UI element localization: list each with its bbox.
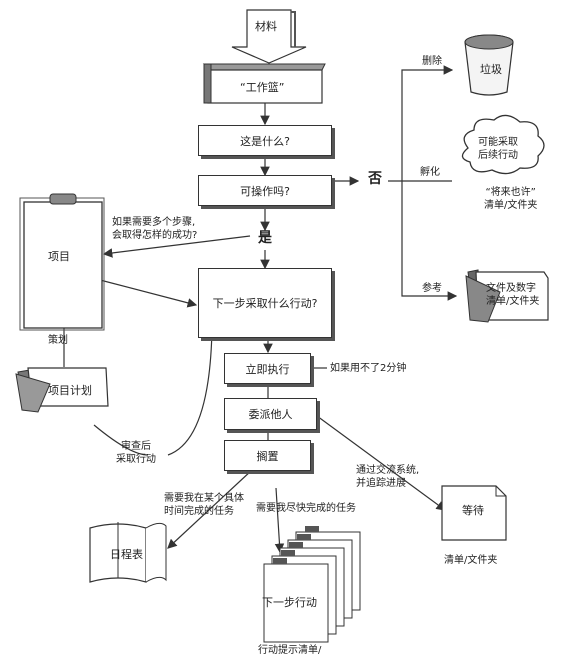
trash-icon [464,34,514,96]
waiting-doc-icon [441,485,507,541]
specific-time-line-1: 需要我在某个具体 [164,493,244,504]
projects-clipboard-icon [19,193,105,331]
multi-step-line-2: 会取得怎样的成功? [112,230,198,241]
communicate-line-2: 并追踪进展 [356,478,406,489]
materials-arrow [231,9,307,64]
under-two-min-label: 如果用不了2分钟 [330,363,407,374]
multi-step-label: 如果需要多个步骤, 会取得怎样的成功? [112,216,197,242]
do-it-label: 立即执行 [245,362,290,376]
next-action-box: 下一步采取什么行动? [198,268,332,338]
no-label: 否 [368,171,382,187]
communicate-text: 通过交流系统, 并追踪进展 [356,464,419,490]
asap-label: 需要我尽快完成的任务 [256,503,356,514]
materials-label: 材料 [255,20,277,33]
reference-line-1: 文件及数字 [486,283,536,294]
delegate-label: 委派他人 [248,408,293,421]
communicate-line-1: 通过交流系统, [356,465,420,476]
calendar-book-icon [89,522,167,583]
inbox-tray [202,63,326,104]
defer-label: 搁置 [256,449,279,463]
someday-cloud-line-1: 可能采取 [478,137,518,148]
project-plans-folder-icon [15,367,109,413]
trash-label: 垃圾 [480,63,502,76]
actionable-box: 可操作吗? [198,175,332,206]
specific-time-text: 需要我在某个具体 时间完成的任务 [164,492,244,518]
someday-list-line-1: “将来也许” [485,187,536,198]
inbox-label: “工作篮” [240,81,285,94]
actionable-label: 可操作吗? [240,184,290,198]
waiting-label: 等待 [462,504,484,517]
reference-branch-label: 参考 [422,283,442,294]
project-plans-label: 项目计划 [48,384,92,397]
next-actions-list-label: 行动提示清单/ [258,645,322,656]
next-action-label: 下一步采取什么行动? [212,297,318,310]
reference-text: 文件及数字 清单/文件夹 [486,282,539,308]
someday-cloud-line-2: 后续行动 [478,150,518,161]
defer-box: 搁置 [224,440,311,471]
someday-list-text: “将来也许” 清单/文件夹 [484,186,537,212]
do-it-box: 立即执行 [224,353,311,384]
specific-time-line-2: 时间完成的任务 [164,506,234,517]
incubate-label: 孵化 [420,167,440,178]
yes-label: 是 [258,230,272,246]
someday-list-line-2: 清单/文件夹 [484,200,538,211]
plan-label: 策划 [48,335,68,346]
multi-step-line-1: 如果需要多个步骤, [112,217,196,228]
review-line-1: 审查后 [121,441,151,452]
someday-cloud-text: 可能采取 后续行动 [478,136,518,162]
delete-label: 删除 [422,56,442,67]
what-is-it-label: 这是什么? [240,134,290,148]
connector-lines [63,65,458,554]
calendar-label: 日程表 [110,548,143,561]
next-actions-stack-icon [263,526,361,643]
review-line-2: 采取行动 [116,454,156,465]
review-text: 审查后 采取行动 [116,440,156,466]
someday-cloud-icon [461,114,545,175]
delegate-box: 委派他人 [224,398,317,430]
reference-line-2: 清单/文件夹 [486,296,540,307]
waiting-list-label: 清单/文件夹 [444,555,498,566]
projects-label: 项目 [48,250,70,263]
what-is-it-box: 这是什么? [198,125,332,156]
reference-folder-icon [465,269,549,323]
next-actions-label: 下一步行动 [262,596,317,609]
